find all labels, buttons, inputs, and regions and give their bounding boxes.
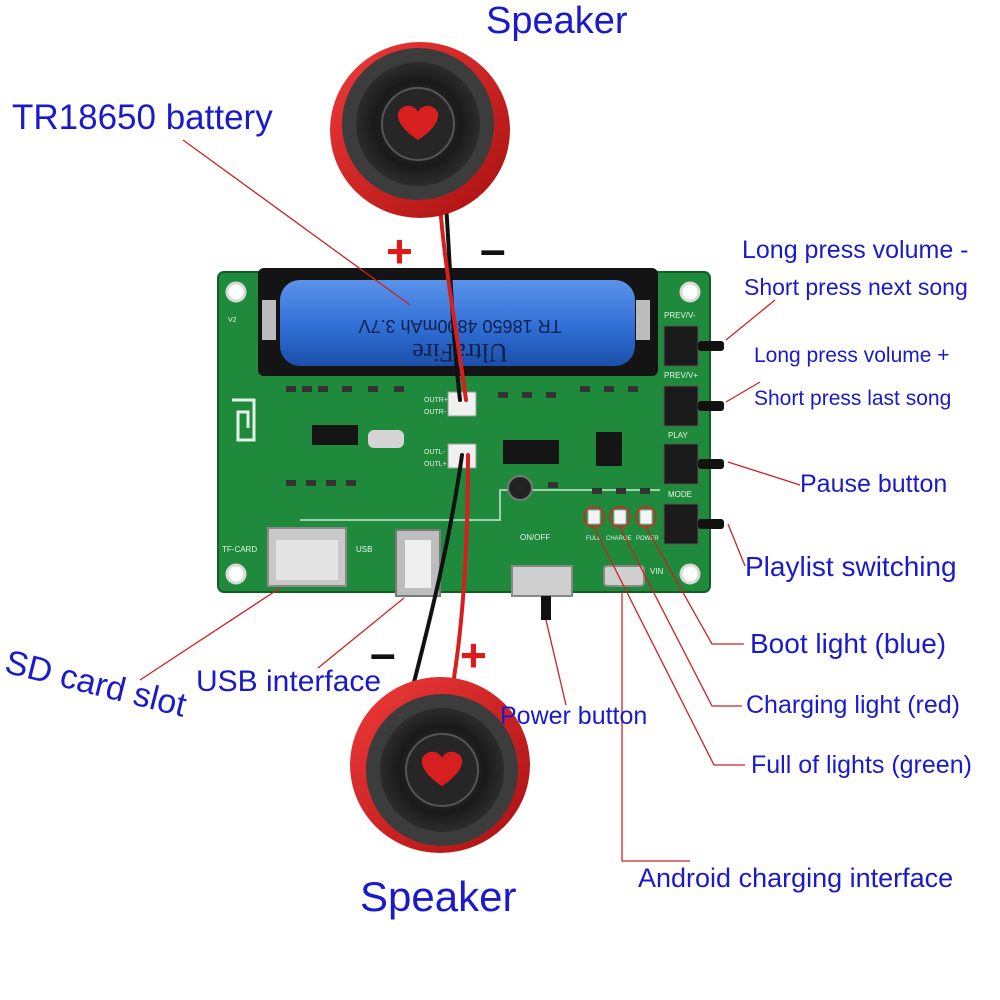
silk-charge: CHARGE <box>606 536 632 542</box>
speaker-top <box>330 42 510 218</box>
polarity-bottom-plus: + <box>460 629 487 681</box>
antenna-trace <box>232 398 256 442</box>
label-speaker-bottom: Speaker <box>360 873 517 920</box>
silk-outr-minus: OUTR- <box>424 409 447 416</box>
power-switch <box>511 565 573 597</box>
pcb-board: TR 18650 4800mAh 3.7V UltraFire OUT <box>217 268 724 620</box>
top-wire-red <box>438 203 468 402</box>
leader-power-button <box>545 619 567 706</box>
status-leds <box>583 506 657 528</box>
leader-android-charging <box>621 592 690 862</box>
leader-playlist <box>727 523 746 567</box>
leader-boot-light <box>645 526 744 645</box>
leader-full-light <box>593 526 745 766</box>
label-speaker-top: Speaker <box>486 0 628 42</box>
bottom-wire-black <box>410 453 464 692</box>
leader-prev-plus <box>725 381 761 403</box>
capacitor <box>507 475 533 501</box>
speaker-bottom <box>350 677 530 853</box>
label-full-light: Full of lights (green) <box>751 751 972 779</box>
polarity-top-minus: – <box>480 223 506 275</box>
silk-prev-plus: PREV/V+ <box>664 371 698 380</box>
heart-icon <box>421 751 463 786</box>
label-playlist: Playlist switching <box>745 551 957 582</box>
ic-chip-2 <box>503 440 559 464</box>
silk-play: PLAY <box>668 431 689 440</box>
heart-icon <box>397 105 439 140</box>
leader-usb <box>317 597 405 669</box>
ic-chip-3 <box>596 432 622 466</box>
power-switch-lever <box>541 596 551 620</box>
label-boot-light: Boot light (blue) <box>750 628 947 659</box>
silk-outline <box>300 489 660 521</box>
label-prev-minus-line2: Short press next song <box>744 274 968 300</box>
label-charging-light: Charging light (red) <box>746 691 960 719</box>
silk-tf-card: TF-CARD <box>222 545 257 554</box>
bottom-wire-red <box>450 453 470 692</box>
silk-mode: MODE <box>668 490 692 499</box>
leader-pause <box>727 461 801 486</box>
leader-battery <box>182 139 411 306</box>
polarity-bottom-minus: – <box>370 627 396 679</box>
smd-components <box>286 386 650 494</box>
silk-full: FULL <box>586 536 601 542</box>
crystal-oscillator <box>368 430 404 448</box>
leader-prev-minus <box>725 299 776 341</box>
label-prev-minus-line1: Long press volume - <box>742 236 969 264</box>
label-android-charging: Android charging interface <box>638 863 954 893</box>
label-power-button: Power button <box>500 702 648 730</box>
battery-print-1: TR 18650 4800mAh 3.7V <box>358 316 561 336</box>
label-usb-interface: USB interface <box>196 665 382 698</box>
silk-power: POWER <box>636 536 659 542</box>
label-prev-plus-line1: Long press volume + <box>754 344 950 367</box>
leader-lines <box>139 139 801 862</box>
micro-usb-port <box>603 565 645 587</box>
silk-vin: VIN <box>650 567 664 576</box>
silk-prev-minus: PREV/V- <box>664 311 696 320</box>
mounting-holes <box>225 281 701 585</box>
silk-outr-plus: OUTR+ <box>424 397 448 404</box>
tact-buttons <box>663 325 724 545</box>
silk-version: V2 <box>228 317 237 324</box>
outr-connector <box>447 391 477 417</box>
label-pause: Pause button <box>800 470 948 498</box>
silk-outl-plus: OUTL+ <box>424 461 447 468</box>
speaker-wires <box>410 203 470 692</box>
leader-charging-light <box>619 526 742 707</box>
battery-spring-right <box>636 300 650 340</box>
silk-usb: USB <box>356 545 372 554</box>
battery-spring-left <box>262 300 276 340</box>
label-prev-plus-line2: Short press last song <box>754 387 952 410</box>
polarity-top-plus: + <box>386 225 413 277</box>
label-battery: TR18650 battery <box>12 98 273 137</box>
silk-outl-minus: OUTL- <box>424 449 446 456</box>
leader-sd-card <box>139 587 281 681</box>
silk-on-off: ON/OFF <box>520 533 550 542</box>
ic-chip-1 <box>312 425 358 445</box>
